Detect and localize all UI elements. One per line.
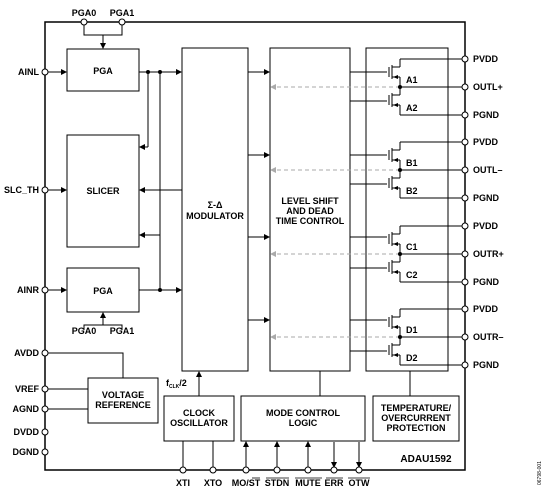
pin-outl-p: OUTL+ xyxy=(473,82,503,92)
level-shift-label-3: TIME CONTROL xyxy=(276,216,345,226)
pin-dgnd: DGND xyxy=(13,447,40,457)
pin-pvdd-4: PVDD xyxy=(473,304,499,314)
pin-vref: VREF xyxy=(15,384,40,394)
voltage-reference-block xyxy=(87,377,159,424)
fet-label: A1 xyxy=(406,75,418,85)
pin-pga1-top: PGA1 xyxy=(110,8,135,18)
temp-label-2: OVERCURRENT xyxy=(381,413,451,423)
pin-agnd: AGND xyxy=(13,404,40,414)
fet-label: B1 xyxy=(406,158,418,168)
level-shift-label-2: AND DEAD xyxy=(286,206,334,216)
pin-xto: XTO xyxy=(204,478,222,488)
pga-top-label: PGA xyxy=(93,66,113,76)
pin-pgnd-4: PGND xyxy=(473,360,500,370)
mod-to-level-arrows xyxy=(248,69,270,323)
vref-label-2: REFERENCE xyxy=(95,400,151,410)
fet-label: B2 xyxy=(406,186,418,196)
clock-label-1: CLOCK xyxy=(183,408,215,418)
right-pins: PVDD OUTL+ PGND PVDD OUTL– PGND PVDD OUT… xyxy=(461,54,504,370)
pga-top-block xyxy=(66,48,140,92)
output-stage-block xyxy=(365,47,449,372)
pin-outl-n: OUTL– xyxy=(473,165,503,175)
pin-mute: MUTE xyxy=(295,478,321,488)
mode-label-1: MODE CONTROL xyxy=(266,408,340,418)
pin-pgnd-3: PGND xyxy=(473,277,500,287)
slicer-label: SLICER xyxy=(86,186,120,196)
bottom-pins: XTI XTO MO/ST STDN MUTE ERR OTW xyxy=(176,441,370,488)
left-pins: AINL SLC_TH AINR AVDD VREF AGND DVDD DGN… xyxy=(4,67,49,457)
pin-pvdd-2: PVDD xyxy=(473,137,499,147)
fet-label: D2 xyxy=(406,353,418,363)
chip-outline xyxy=(44,21,466,471)
fet-label: C1 xyxy=(406,242,418,252)
part-number: ADAU1592 xyxy=(400,454,452,465)
pin-slc-th: SLC_TH xyxy=(4,185,39,195)
fet-label: D1 xyxy=(406,325,418,335)
pin-pga1-bottom: PGA1 xyxy=(110,326,135,336)
pin-pgnd-2: PGND xyxy=(473,193,500,203)
level-shift-block xyxy=(269,47,351,372)
pin-stdn: STDN xyxy=(265,478,290,488)
figure-id: 06798-001 xyxy=(537,461,543,485)
pin-otw: OTW xyxy=(349,478,370,488)
pin-pgnd-1: PGND xyxy=(473,110,500,120)
protection-block xyxy=(372,395,460,442)
pin-err: ERR xyxy=(324,478,344,488)
temp-label-3: PROTECTION xyxy=(386,423,445,433)
pin-avdd: AVDD xyxy=(14,348,39,358)
fet-label: A2 xyxy=(406,103,418,113)
level-shift-label-1: LEVEL SHIFT xyxy=(281,196,339,206)
pin-ainr: AINR xyxy=(17,285,39,295)
clock-oscillator-block xyxy=(163,395,235,442)
pin-xti: XTI xyxy=(176,478,190,488)
mode-control-block xyxy=(240,395,366,442)
pin-outr-p: OUTR+ xyxy=(473,249,504,259)
vref-label-1: VOLTAGE xyxy=(102,390,144,400)
pin-pvdd-3: PVDD xyxy=(473,221,499,231)
pin-ainl: AINL xyxy=(18,67,39,77)
pin-outr-n: OUTR– xyxy=(473,332,504,342)
pin-mo-st: MO/ST xyxy=(232,478,261,488)
modulator-label-2: MODULATOR xyxy=(186,211,244,221)
pin-dvdd: DVDD xyxy=(13,427,39,437)
feedback-dashed-arrows xyxy=(270,84,400,340)
fet-label: C2 xyxy=(406,270,418,280)
modulator-label-1: Σ-Δ xyxy=(208,200,223,210)
pin-pvdd-1: PVDD xyxy=(473,54,499,64)
fclk-label: fCLK/2 xyxy=(166,378,187,390)
pin-pga0-top: PGA0 xyxy=(72,8,97,18)
modulator-block xyxy=(181,47,249,372)
pin-pga0-bottom: PGA0 xyxy=(72,326,97,336)
top-pga-pins: PGA0 PGA1 xyxy=(72,8,135,49)
mode-label-2: LOGIC xyxy=(289,418,318,428)
clock-label-2: OSCILLATOR xyxy=(170,418,228,428)
temp-label-1: TEMPERATURE/ xyxy=(381,403,452,413)
pga-bottom-label: PGA xyxy=(93,286,113,296)
